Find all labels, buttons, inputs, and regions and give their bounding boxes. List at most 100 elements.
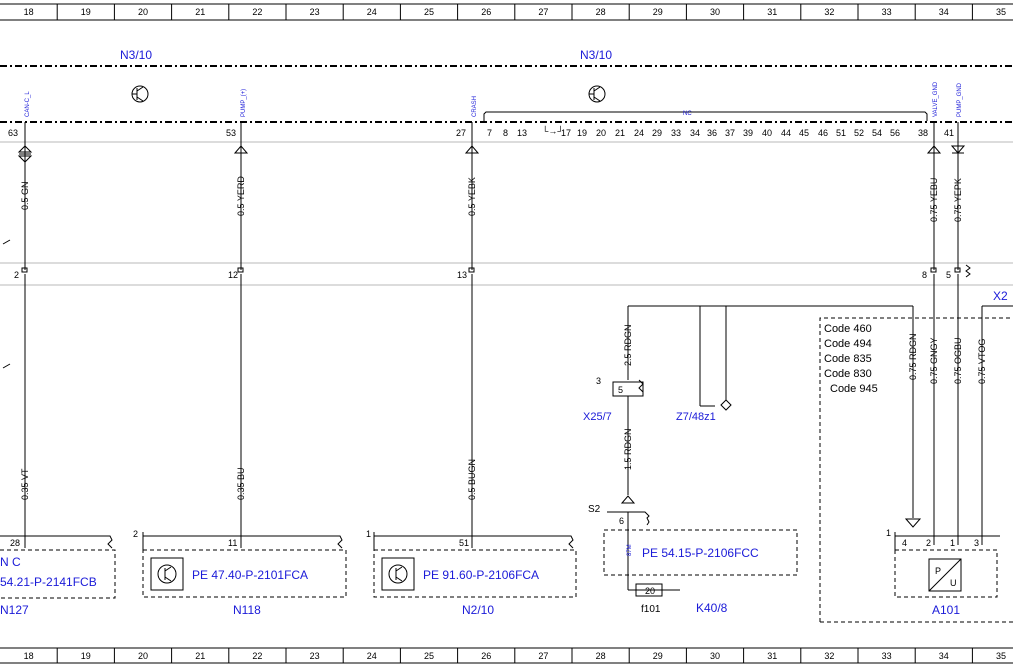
pin-number: 56	[890, 128, 900, 138]
grid-column-label: 29	[653, 7, 663, 17]
component-n118: 2 11 PE 47.40-P-2101FCA N118	[133, 529, 347, 617]
wire-label-rdgn25: 2.5 RDGN	[623, 324, 633, 366]
pin-2: 2	[14, 270, 19, 280]
connector-label-s2: S2	[588, 504, 601, 515]
pin-number: 54	[872, 128, 882, 138]
grid-column-label: 23	[310, 7, 320, 17]
s2-pin-6: 6	[619, 516, 624, 526]
wire-label-ogbu: 0.75 OGBU	[953, 337, 963, 384]
grid-column-label: 27	[538, 651, 548, 661]
pin-number: 51	[836, 128, 846, 138]
group-number-a101: 1	[886, 528, 891, 538]
grid-column-label: 20	[138, 651, 148, 661]
pin-number: 8	[503, 128, 508, 138]
pin-number: 46	[818, 128, 828, 138]
wires-upper	[24, 128, 959, 270]
wire-label-bu: 0.35 BU	[236, 467, 246, 500]
pin-number: 52	[854, 128, 864, 138]
rdgn-wiring	[627, 305, 922, 528]
pin-number: 33	[671, 128, 681, 138]
grid-column-label: 18	[24, 7, 34, 17]
label-f101: f101	[641, 604, 661, 615]
grid-column-label: 33	[882, 651, 892, 661]
grid-column-label: 28	[596, 7, 606, 17]
grid-labels: 1818191920202121222223232424252526262727…	[24, 4, 1006, 663]
pin-number: 7	[487, 128, 492, 138]
transistor-icon	[588, 85, 606, 103]
group-number-2: 2	[133, 529, 138, 539]
pin-number: 13	[517, 128, 527, 138]
module-label-left: N3/10	[120, 48, 152, 62]
component-label-a101: A101	[932, 603, 960, 617]
pin-number: 39	[743, 128, 753, 138]
wire-label-yepk: 0.75 YEPK	[953, 178, 963, 222]
code-item: Code 945	[830, 383, 878, 395]
component-label-n118: N118	[233, 603, 261, 617]
pin-28: 28	[10, 538, 20, 548]
grid-column-label: 35	[996, 651, 1006, 661]
wire-label-yebk: 0.5 YEBK	[467, 177, 477, 216]
sensor-p: P	[935, 566, 941, 576]
component-n210: 1 51 PE 91.60-P-2106FCA N2/10	[366, 529, 577, 617]
module-label-right: N3/10	[580, 48, 612, 62]
component-a101: 1 P U 4 2 1 3 A101	[886, 528, 1000, 617]
pin-8: 8	[922, 270, 927, 280]
fuse-value: 20	[645, 586, 655, 596]
pin-27: 27	[456, 128, 466, 138]
pe-ref-n118: PE 47.40-P-2101FCA	[192, 568, 308, 582]
sensor-u: U	[950, 578, 957, 588]
component-n127: 28 N C 54.21-P-2141FCB N127	[0, 535, 116, 617]
grid-column-label: 20	[138, 7, 148, 17]
grid-column-label: 26	[481, 7, 491, 17]
component-label-n127: N127	[0, 603, 29, 617]
signal-nc: NC	[683, 111, 692, 117]
code-item: Code 494	[824, 338, 872, 350]
wire-label-rdgn075: 0.75 RDGN	[908, 333, 918, 380]
code-item: Code 835	[824, 353, 872, 365]
pin-marks-top	[24, 122, 959, 128]
pin-13: 13	[457, 270, 467, 280]
grid-column-label: 34	[939, 651, 949, 661]
direction-arrows	[17, 145, 966, 163]
signal-pump-plus: PUMP_(+)	[241, 89, 247, 117]
pin-number: 21	[615, 128, 625, 138]
grid-column-label: 24	[367, 7, 377, 17]
wire-label-yebu: 0.75 YEBU	[929, 178, 939, 222]
a101-pin: 3	[974, 538, 979, 548]
grid-column-label: 35	[996, 7, 1006, 17]
grid-ruler-bottom	[0, 647, 1013, 664]
grid-column-label: 33	[882, 7, 892, 17]
pin-number: 34	[690, 128, 700, 138]
wire-label-vt: 0.35 VT	[20, 468, 30, 500]
transistor-icon	[131, 85, 149, 103]
pin-number: 17	[561, 128, 571, 138]
pin-number: 44	[781, 128, 791, 138]
pin-marks-mid	[21, 264, 971, 278]
pin-number: 45	[799, 128, 809, 138]
grid-column-label: 23	[310, 651, 320, 661]
grid-column-label: 21	[195, 7, 205, 17]
wire-label-vtog: 0.75 VTOG	[977, 339, 987, 384]
grid-column-label: 32	[824, 651, 834, 661]
pin-number: 24	[634, 128, 644, 138]
grid-column-label: 24	[367, 651, 377, 661]
wires-lower	[24, 274, 959, 548]
x25-pin-5: 5	[618, 385, 623, 395]
grid-column-label: 25	[424, 7, 434, 17]
pin-5: 5	[946, 270, 951, 280]
pin-51: 51	[459, 538, 469, 548]
relay-label-k40: K40/8	[696, 601, 728, 615]
signal-pump-gnd: PUMP_GND	[957, 82, 963, 117]
signal-crash: CRASH	[472, 96, 478, 117]
grid-column-label: 29	[653, 651, 663, 661]
code-item: Code 460	[824, 323, 872, 335]
pin-number: 36	[707, 128, 717, 138]
wire-label-rdgn15: 1.5 RDGN	[623, 428, 633, 470]
grid-column-label: 26	[481, 651, 491, 661]
a101-pin: 2	[926, 538, 931, 548]
grid-column-label: 25	[424, 651, 434, 661]
grid-column-label: 30	[710, 651, 720, 661]
signal-valve-gnd: VALVE_GND	[933, 81, 939, 117]
